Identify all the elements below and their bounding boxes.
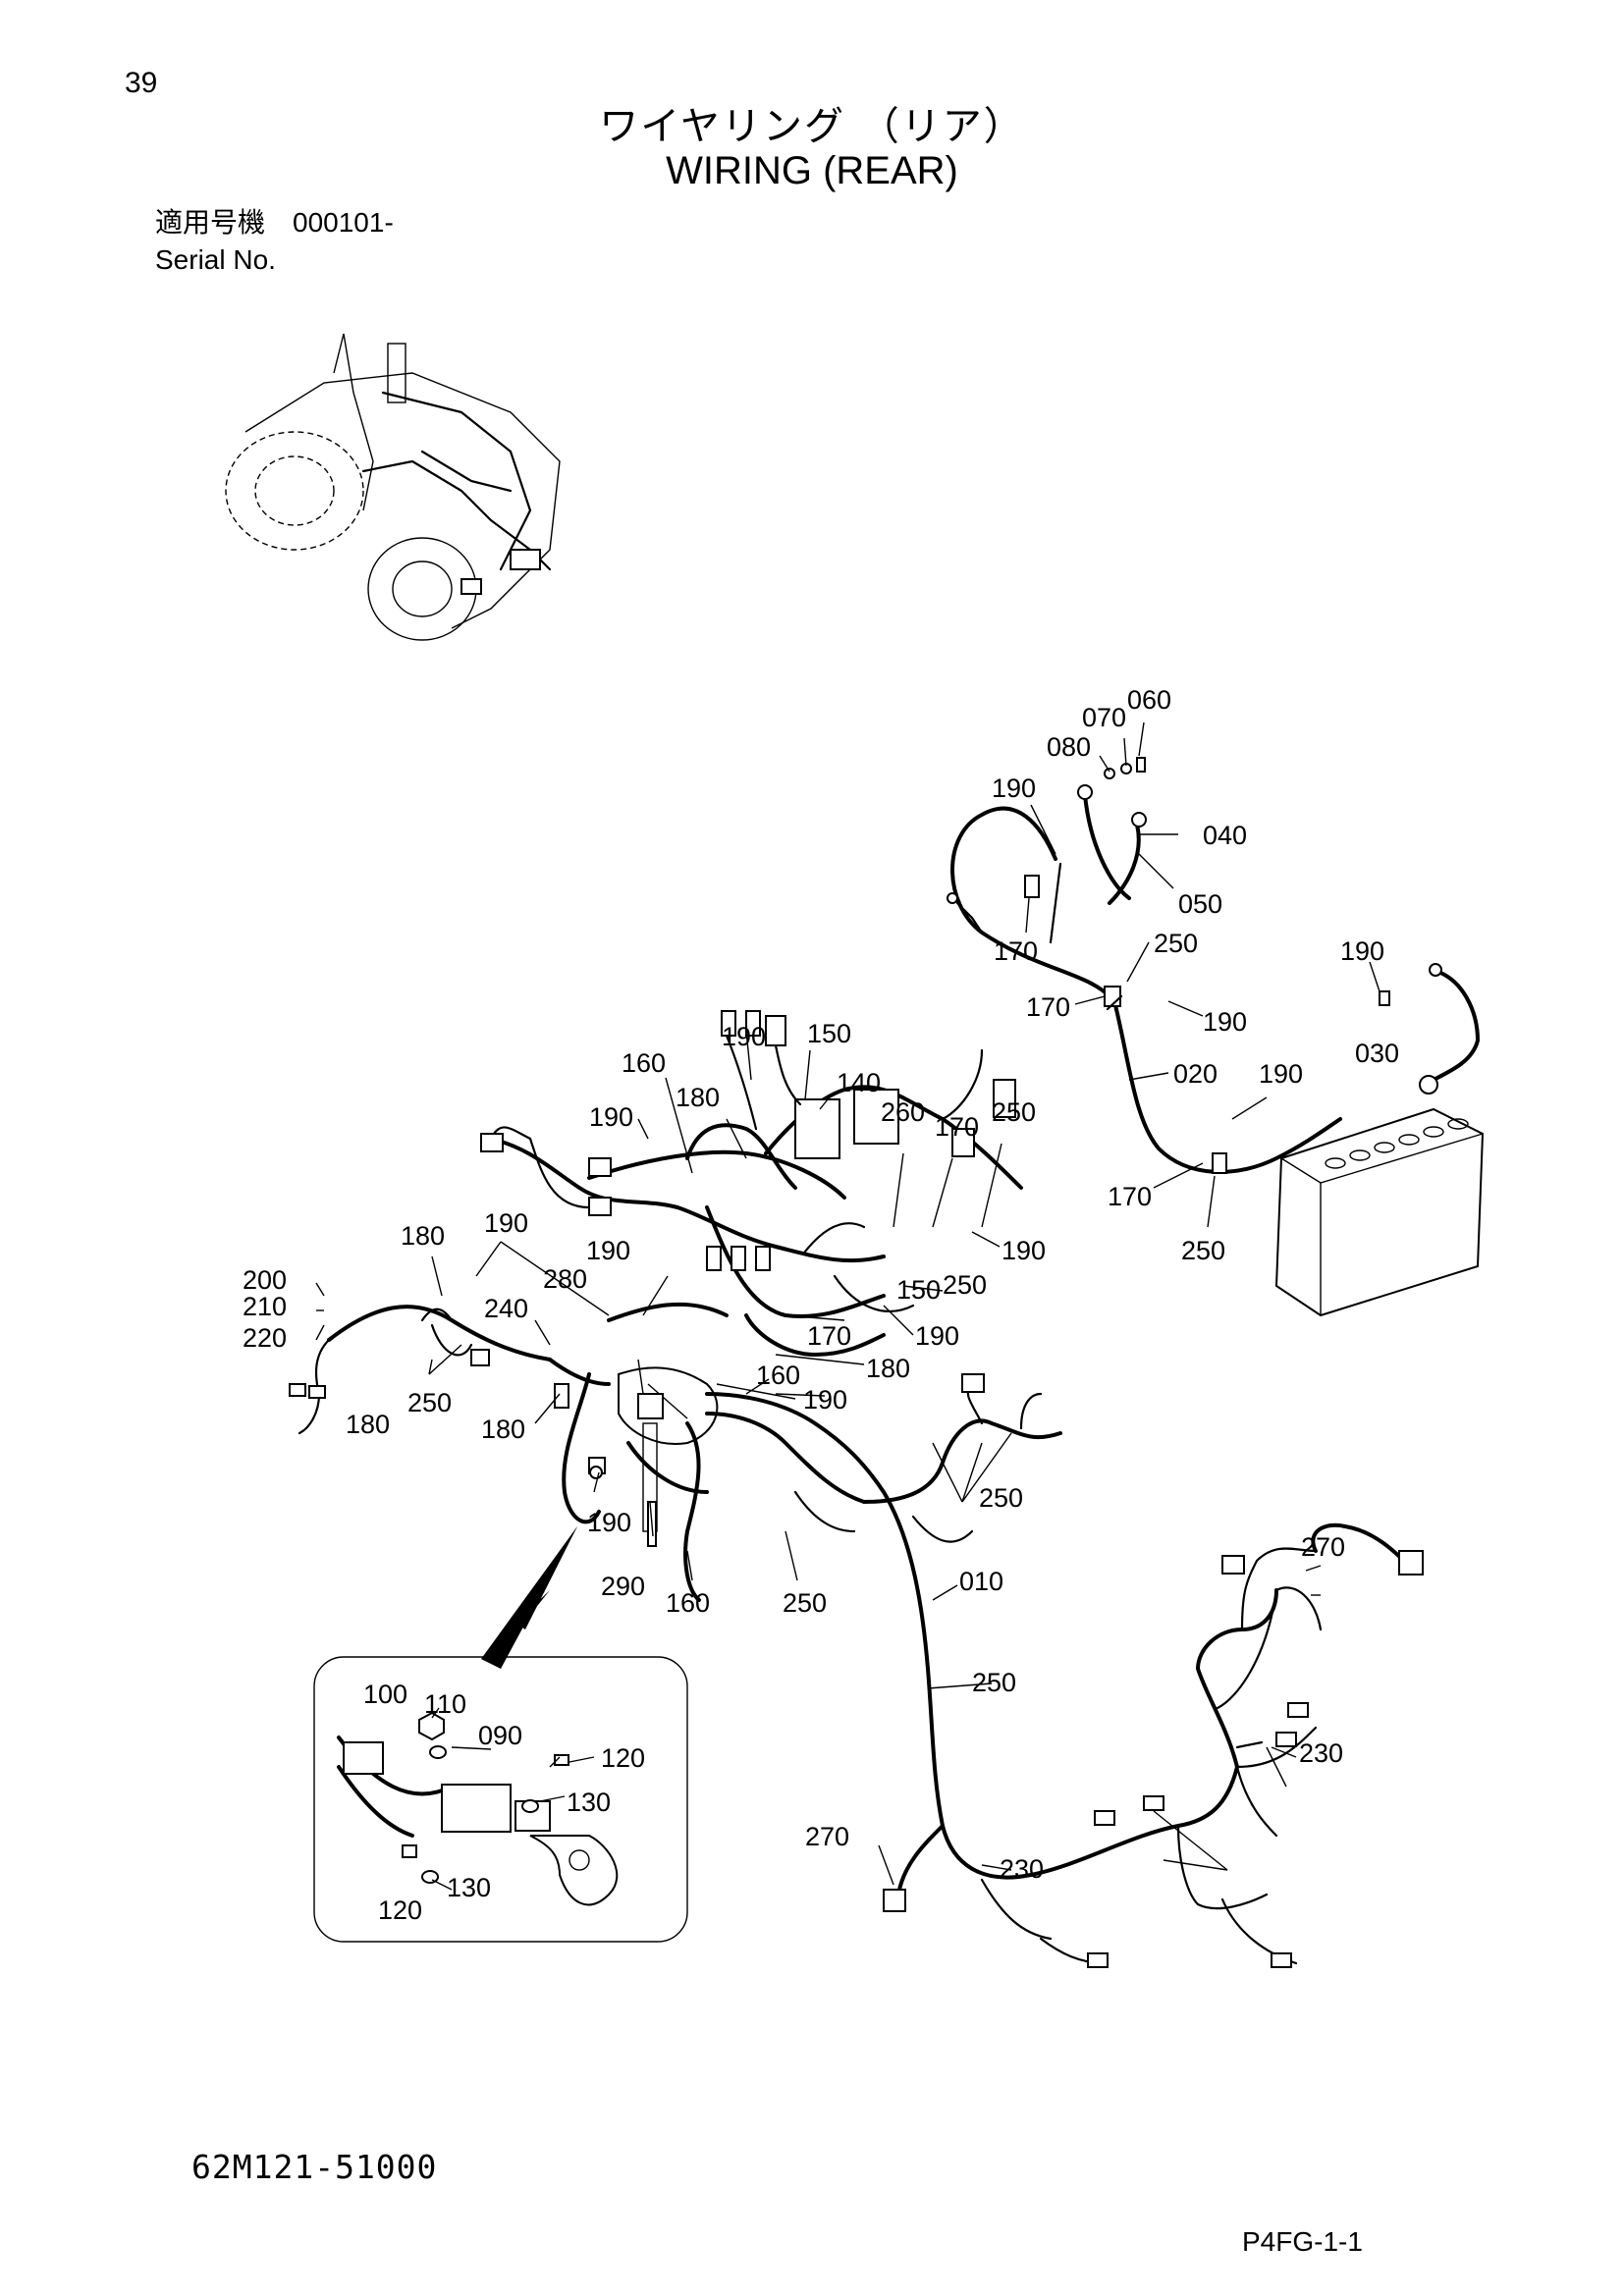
callout-160: 160 (756, 1361, 800, 1390)
callout-130: 130 (567, 1788, 611, 1817)
callout-170: 170 (1108, 1182, 1152, 1211)
callout-030: 030 (1355, 1039, 1399, 1068)
callout-170: 170 (994, 936, 1038, 966)
callout-190: 190 (1259, 1059, 1303, 1089)
title-japanese: ワイヤリング （リア） (599, 104, 1025, 149)
center-bracket (618, 1366, 866, 1602)
callout-160: 160 (666, 1588, 710, 1618)
callout-210: 210 (243, 1292, 287, 1321)
callout-110: 110 (424, 1689, 466, 1719)
callout-250: 250 (783, 1588, 827, 1618)
callout-190: 190 (915, 1321, 959, 1351)
callout-250: 250 (1154, 929, 1198, 958)
battery-cable-040 (1077, 757, 1147, 905)
callout-190: 190 (722, 1022, 766, 1051)
callout-040: 040 (1203, 821, 1247, 850)
drawing-number: 62M121-51000 (191, 2148, 438, 2186)
serial-line-jp: 適用号機 000101- (155, 204, 394, 241)
callout-250: 250 (979, 1483, 1023, 1513)
callout-020: 020 (1173, 1059, 1218, 1089)
callout-180: 180 (481, 1415, 525, 1444)
callout-190: 190 (803, 1385, 847, 1415)
callout-220: 220 (243, 1323, 287, 1353)
callout-190: 190 (587, 1508, 631, 1537)
callout-100: 100 (363, 1680, 407, 1709)
harness-010 (705, 1392, 1424, 1968)
callout-190: 190 (589, 1102, 633, 1132)
callout-250: 250 (1181, 1236, 1225, 1265)
callout-260: 260 (881, 1097, 925, 1127)
callout-290: 290 (601, 1572, 645, 1601)
callout-280: 280 (543, 1264, 587, 1294)
leader-lines (315, 721, 1380, 1891)
callout-090: 090 (478, 1721, 522, 1750)
callout-170: 170 (935, 1112, 979, 1142)
left-harness (289, 1305, 611, 1524)
callout-160: 160 (622, 1048, 666, 1078)
callout-180: 180 (676, 1083, 720, 1112)
right-harness-loop (793, 1373, 1062, 1543)
callout-050: 050 (1178, 889, 1222, 919)
callout-120: 120 (378, 1896, 422, 1925)
callout-270: 270 (1301, 1532, 1345, 1562)
callout-250: 250 (992, 1097, 1036, 1127)
callout-250: 250 (407, 1388, 452, 1417)
callout-150: 150 (807, 1019, 851, 1048)
callout-130: 130 (447, 1873, 491, 1902)
battery-icon (1274, 1107, 1485, 1317)
callout-120: 120 (601, 1743, 645, 1773)
callout-190: 190 (1203, 1007, 1247, 1037)
callout-200: 200 (243, 1265, 287, 1295)
callout-240: 240 (484, 1294, 528, 1323)
serial-block: 適用号機 000101- Serial No. (155, 204, 394, 279)
callout-180: 180 (866, 1354, 910, 1383)
callout-230: 230 (1299, 1738, 1343, 1768)
callout-250: 250 (943, 1270, 987, 1300)
callout-190: 190 (586, 1236, 630, 1265)
battery-cable-030 (1379, 963, 1480, 1095)
callouts: 060 070 080 190 040 050 170 250 170 190 … (243, 685, 1399, 1925)
page-number: 39 (125, 67, 158, 99)
callout-060: 060 (1127, 685, 1171, 715)
main-harness (480, 1010, 1023, 1357)
harness-020 (947, 806, 1342, 1174)
page-code: P4FG-1-1 (1242, 2226, 1363, 2257)
callout-190: 190 (484, 1208, 528, 1238)
callout-270: 270 (805, 1822, 849, 1851)
title-english: WIRING (REAR) (666, 149, 958, 192)
callout-190: 190 (1340, 936, 1384, 966)
callout-190: 190 (1001, 1236, 1046, 1265)
callout-230: 230 (1000, 1854, 1044, 1884)
callout-250: 250 (972, 1668, 1016, 1697)
callout-010: 010 (959, 1567, 1003, 1596)
callout-150: 150 (896, 1275, 941, 1305)
callout-180: 180 (401, 1221, 445, 1251)
serial-label-jp: 適用号機 (155, 207, 266, 238)
serial-label-en: Serial No. (155, 244, 276, 275)
callout-190: 190 (992, 774, 1036, 803)
serial-value: 000101- (293, 207, 394, 238)
callout-080: 080 (1047, 732, 1091, 762)
callout-170: 170 (807, 1321, 851, 1351)
callout-140: 140 (837, 1068, 881, 1097)
detail-inset (313, 1526, 688, 1943)
callout-170: 170 (1026, 992, 1070, 1022)
callout-070: 070 (1082, 703, 1126, 732)
callout-180: 180 (346, 1410, 390, 1439)
vehicle-overview-icon (225, 333, 561, 641)
